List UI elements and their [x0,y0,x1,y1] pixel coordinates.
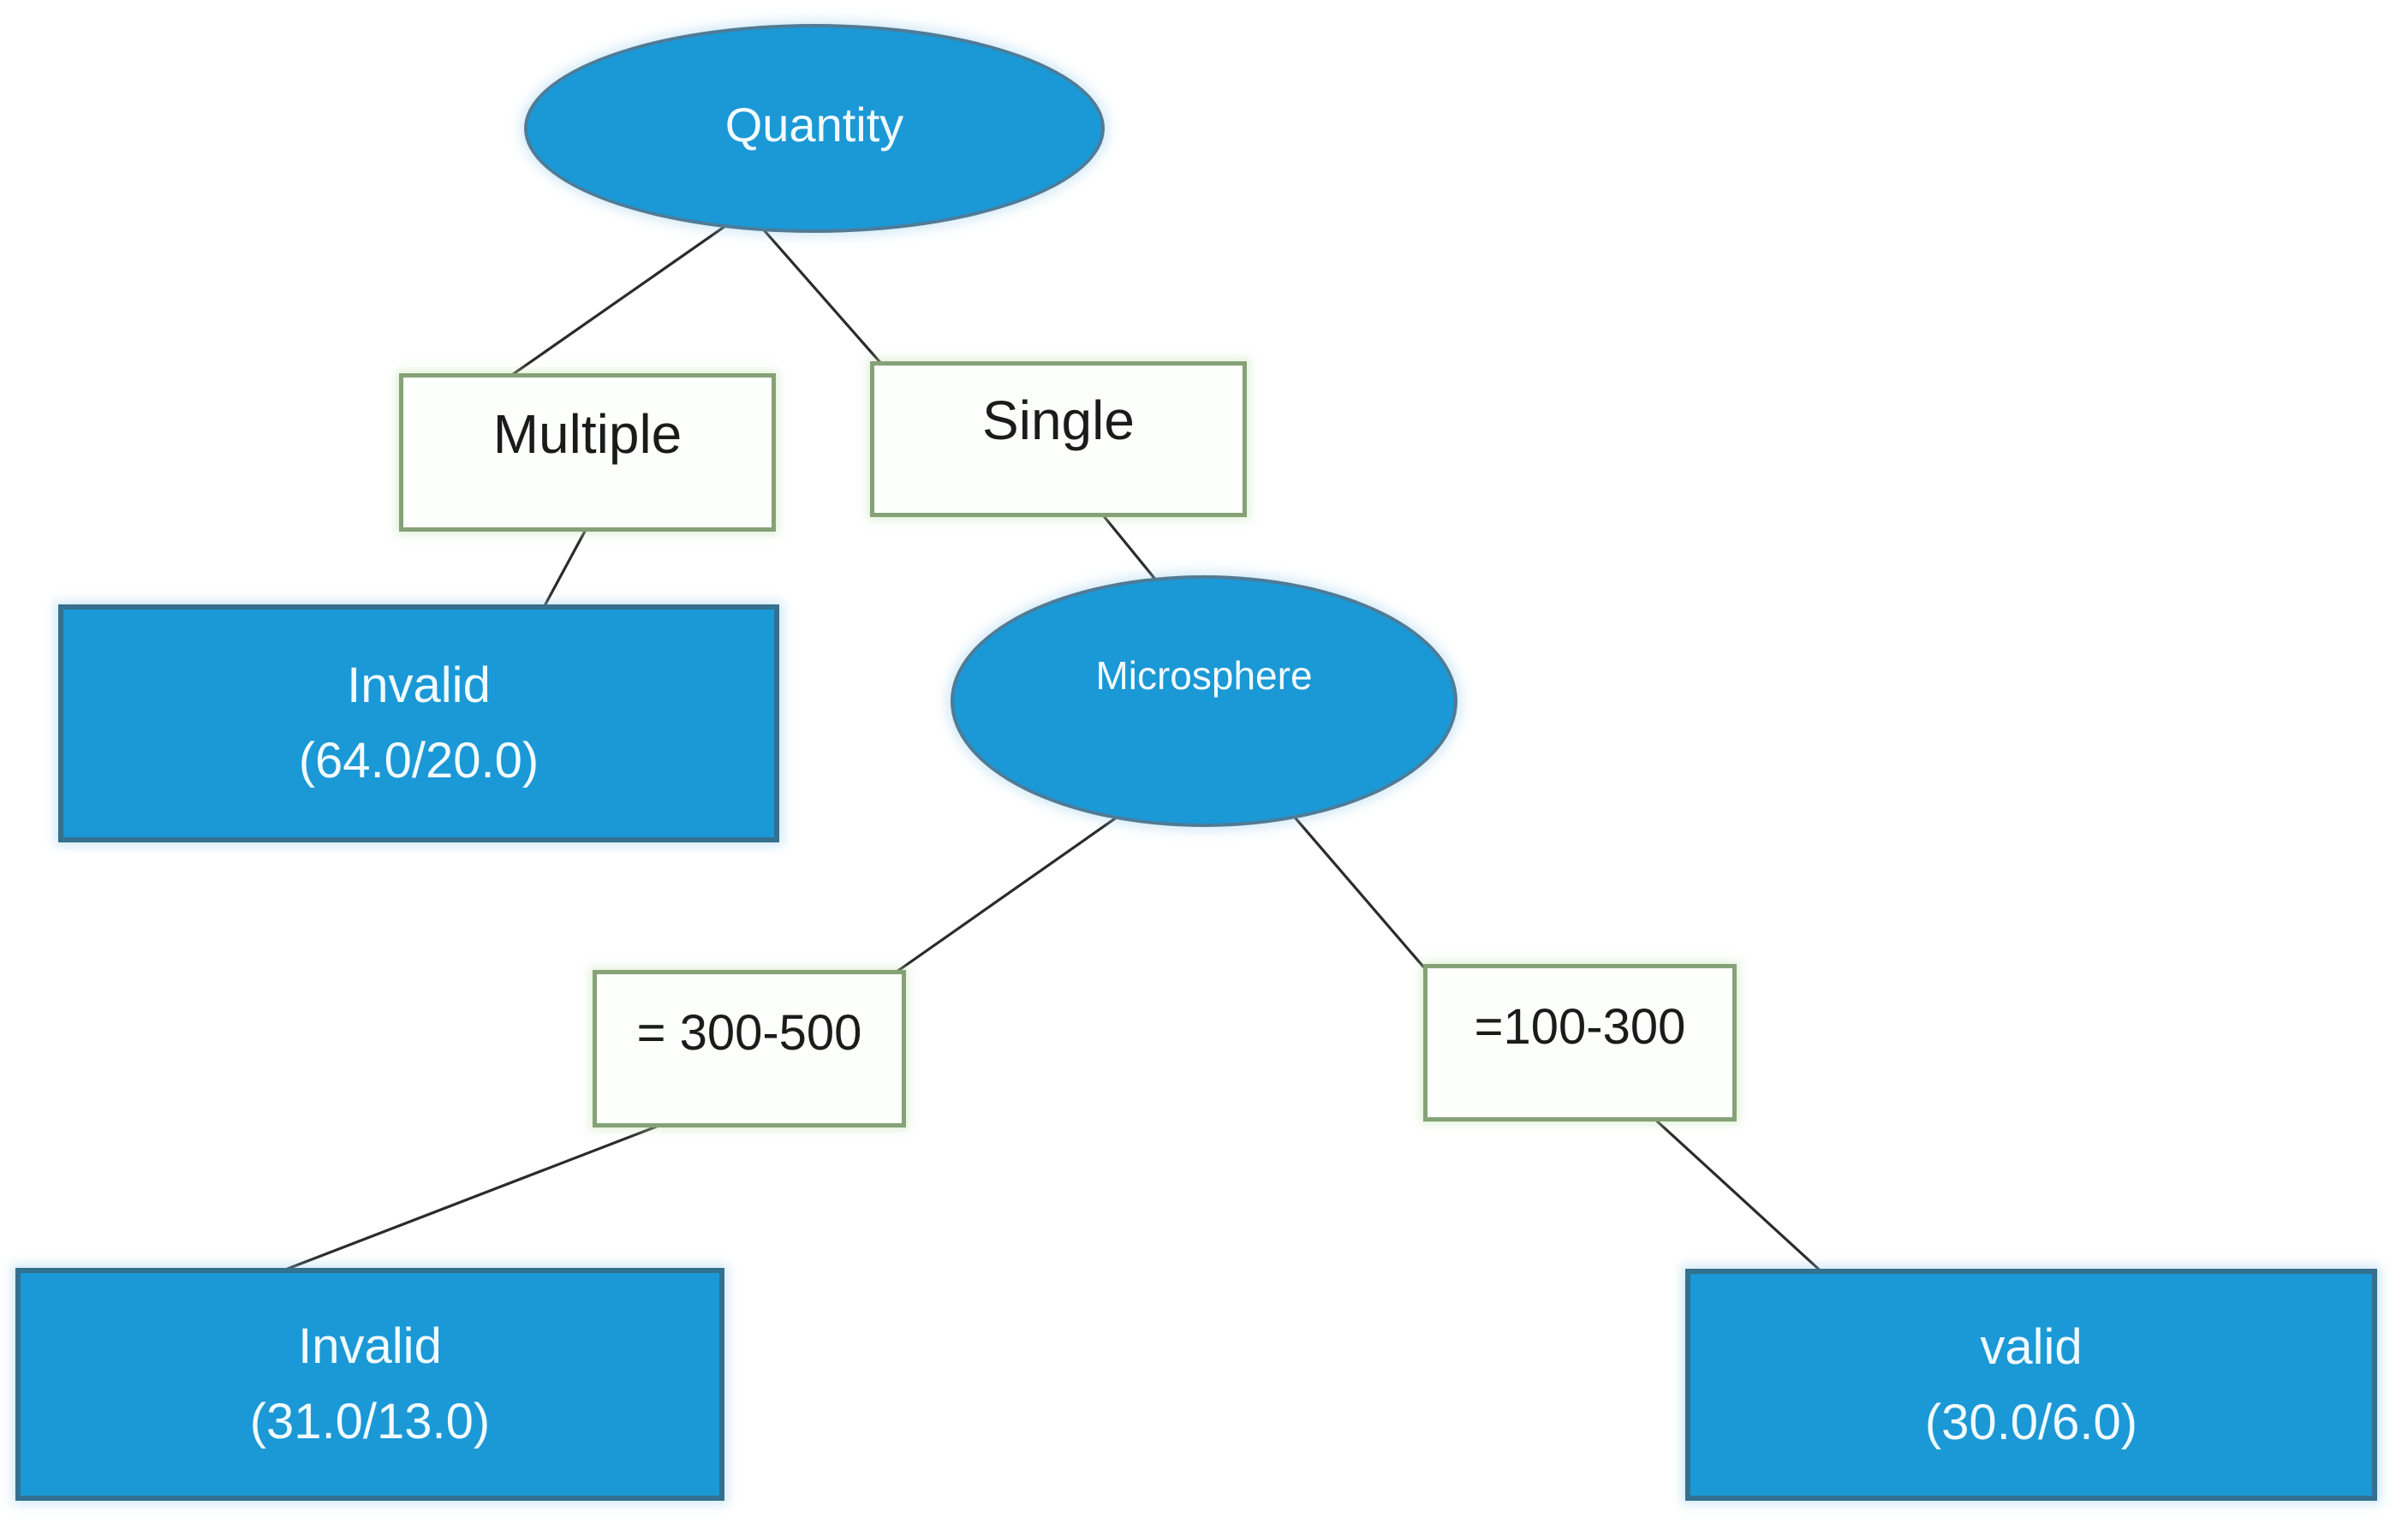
edge-300-500-invalid [269,1120,671,1277]
branch-label-300-500: = 300-500 [593,970,906,1127]
edge-quantity-multiple [506,217,737,380]
leaf-invalid-300-500-label: Invalid [298,1318,442,1374]
edge-microsphere-300-500 [890,803,1135,978]
leaf-invalid-multiple-label: Invalid [347,657,491,713]
leaf-invalid-300-500-count: (31.0/13.0) [249,1394,491,1449]
leaf-valid-100-300: valid (30.0/6.0) [1685,1269,2377,1501]
branch-100-300-text: =100-300 [1474,998,1686,1055]
edge-multiple-invalid [539,526,589,613]
node-microsphere: Microsphere [951,575,1457,827]
branch-multiple-text: Multiple [492,402,682,465]
branch-label-multiple: Multiple [399,373,776,532]
leaf-invalid-300-500: Invalid (31.0/13.0) [15,1268,724,1501]
leaf-valid-100-300-count: (30.0/6.0) [1924,1394,2138,1450]
leaf-invalid-multiple-count: (64.0/20.0) [298,733,539,788]
edge-100-300-valid [1651,1116,1827,1277]
edge-quantity-single [752,217,885,368]
branch-single-text: Single [982,390,1135,451]
edge-microsphere-100-300 [1279,799,1430,974]
branch-label-single: Single [870,361,1247,517]
leaf-invalid-multiple: Invalid (64.0/20.0) [58,604,779,842]
leaf-valid-100-300-label: valid [1980,1318,2083,1375]
branch-label-100-300: =100-300 [1423,964,1737,1122]
branch-300-500-text: = 300-500 [636,1004,862,1061]
node-quantity-label: Quantity [724,97,904,152]
node-microsphere-label: Microsphere [1095,653,1313,698]
node-quantity: Quantity [524,24,1105,233]
